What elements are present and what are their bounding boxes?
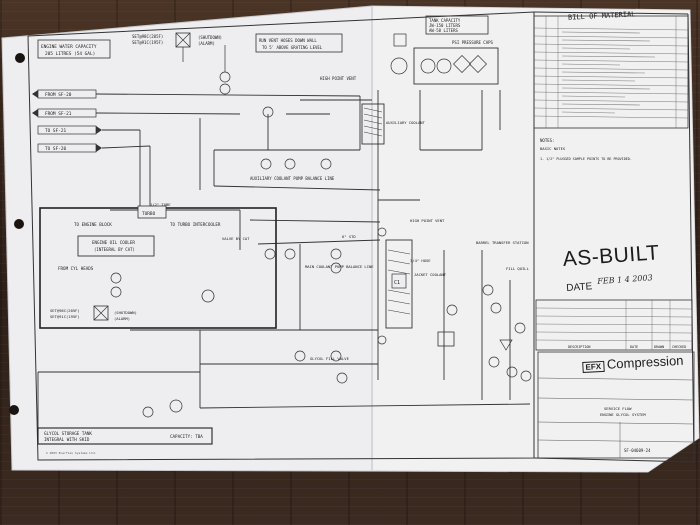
drawing-label: 1. 1/2" PLUGGED SAMPLE POINTS TO BE PROV… <box>540 157 632 161</box>
drawing-label: © 2003 Enerflex Systems Ltd. <box>46 451 97 455</box>
drawing-label: TURBO <box>142 211 156 217</box>
drawing-label: (ALARM) <box>114 316 130 321</box>
drawing-label: 1/2" TUBE <box>150 202 171 207</box>
drawing-label: TO ENGINE BLOCK <box>74 222 112 227</box>
drawing-label: PSI PRESSURE CAPS <box>452 40 494 45</box>
drawing-label: 3/4" HOSE <box>410 258 431 263</box>
engine-water-amount: 205 LITRES (54 GAL) <box>45 51 95 57</box>
drawing-label: (SHUTDOWN) <box>198 35 222 40</box>
drawing-label: GLYCOL STORAGE TANK <box>44 431 92 436</box>
drawing-label: ENGINE GLYCOL SYSTEM <box>600 412 646 417</box>
drawing-label: JACKET COOLANT <box>414 272 447 277</box>
drawing-label: HIGH POINT VENT <box>410 218 445 223</box>
drawing-label: JW-150 LITERS <box>429 23 461 28</box>
drawing-label: DESCRIPTION <box>568 345 590 349</box>
drawing-label: AUXILIARY COOLANT <box>386 120 426 125</box>
drawing-label: ENGINE OIL COOLER <box>92 240 135 245</box>
drawing-label: FROM SF-21 <box>45 111 72 117</box>
drawing-label: VALVE BY CAT <box>222 236 250 241</box>
drawing-label: HIGH POINT VENT <box>320 76 357 81</box>
stamp-date-label: DATE <box>566 281 593 294</box>
drawing-label: MAIN COOLANT PUMP BALANCE LINE <box>305 264 374 269</box>
drawing-label: DRAWN <box>654 345 664 349</box>
drawing-label: TO SF-20 <box>45 146 67 152</box>
drawing-label: CAPACITY: TBA <box>170 434 203 439</box>
drawing-label: AW-58 LITERS <box>429 28 458 33</box>
drawing-label: FROM SF-20 <box>45 92 72 98</box>
drawing-label: TO 5' ABOVE GRATING LEVEL <box>262 45 323 50</box>
drawing-label: BASIC NOTES <box>540 146 566 151</box>
drawing-label: (SHUTDOWN) <box>114 310 137 315</box>
drawing-label: CHECKED <box>672 345 686 349</box>
drawing-label: SF-04609-24 <box>624 448 651 453</box>
drawing-label: C1 <box>394 280 400 286</box>
drawing-label: TANK CAPACITY <box>429 18 461 23</box>
drawing-label: FILL QUILL <box>506 266 530 271</box>
drawing-label: (ALARM) <box>198 41 215 46</box>
drawing-label: DATE <box>630 345 638 349</box>
drawing-label: NOTES: <box>540 138 554 143</box>
drawing-label: GLYCOL FILL VALVE <box>310 356 350 361</box>
drawing-label: SERVICE FLOW <box>604 406 632 411</box>
drawing-label: FROM CYL HEADS <box>58 266 94 271</box>
drawing-label: RUN VENT HOSES DOWN WALL <box>259 38 317 43</box>
drawing-label: TO TURBO INTERCOOLER <box>170 222 221 227</box>
drawing-label: TO SF-21 <box>45 128 67 134</box>
drawing-label: (INTEGRAL BY CAT) <box>94 247 135 252</box>
drawing-label: AUXILIARY COOLANT PUMP BALANCE LINE <box>250 176 335 181</box>
drawing-label: SET@98C(205F) <box>50 308 80 313</box>
engine-water-capacity: ENGINE WATER CAPACITY <box>41 44 97 50</box>
drawing-label: SET@91C(195F) <box>132 40 163 45</box>
drawing-label: BARREL TRANSFER STATION <box>476 240 529 245</box>
drawing-label: INTEGRAL WITH SKID <box>44 437 90 442</box>
drawing-label: SET@98C(205F) <box>132 34 163 39</box>
drawing-label: 6" STD <box>342 234 356 239</box>
drawing-label: SET@91C(195F) <box>50 314 80 319</box>
